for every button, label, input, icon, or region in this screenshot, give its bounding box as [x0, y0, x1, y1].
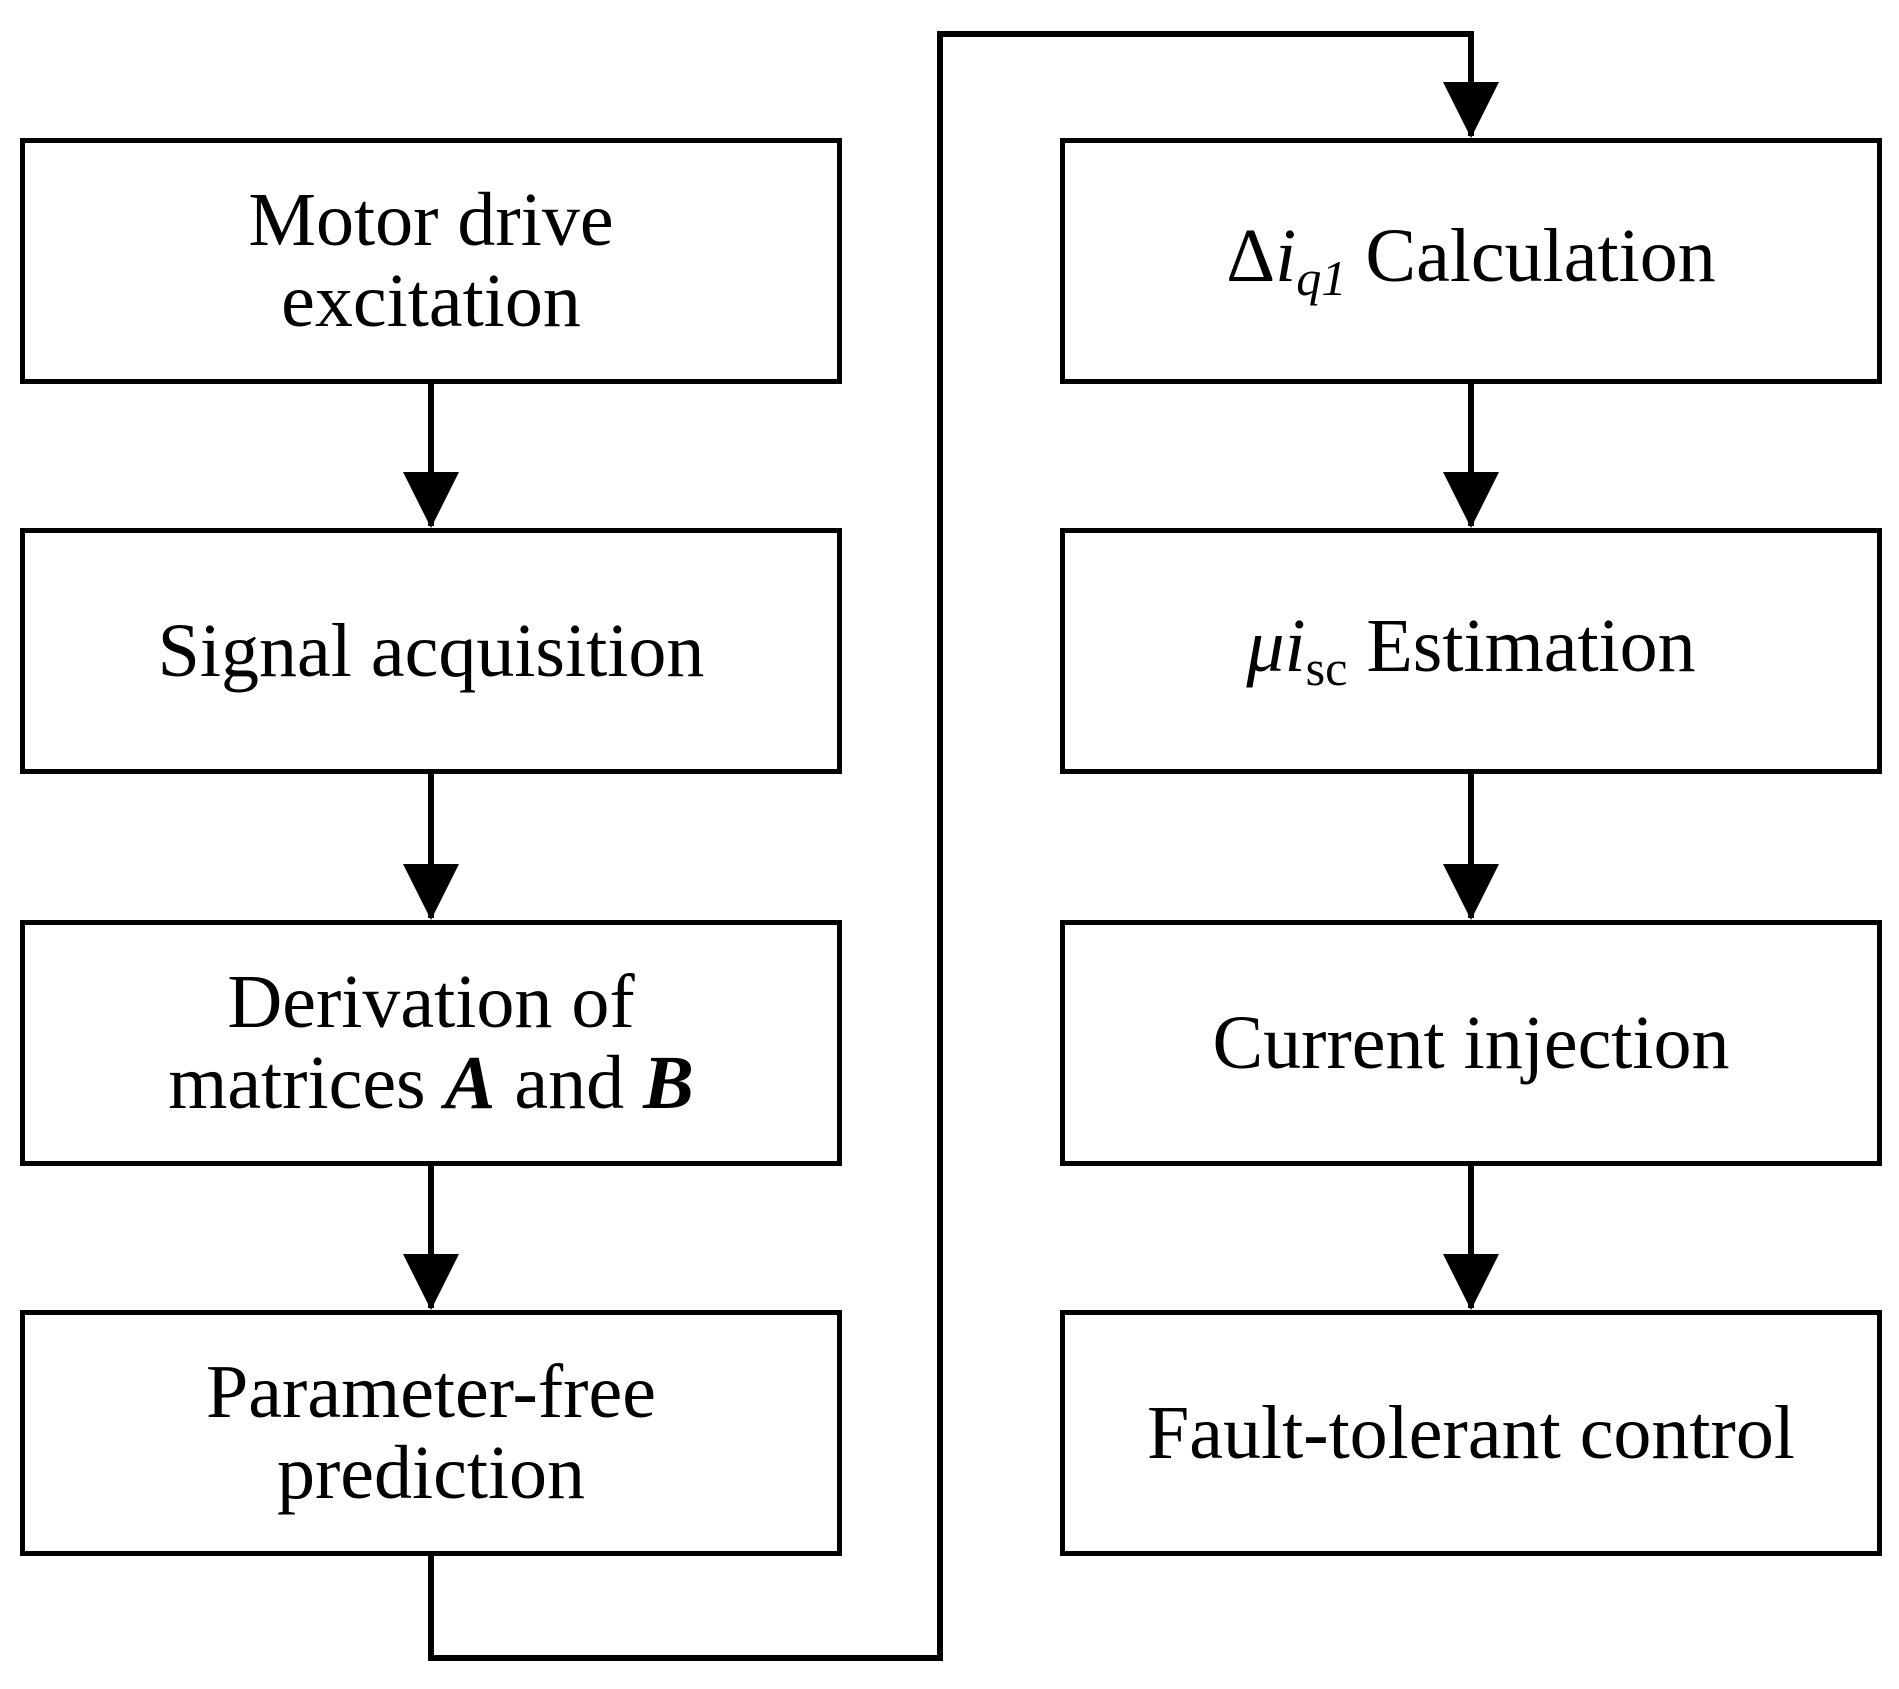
derivation-mid-text: and [495, 1041, 644, 1125]
fault-tolerant-control-box: Fault-tolerant control [1060, 1310, 1882, 1556]
current-injection-box: Current injection [1060, 920, 1882, 1166]
delta-iq1-calculation-box: Δiq1 Calculation [1060, 138, 1882, 384]
mu-estimation-text: Estimation [1347, 604, 1696, 689]
delta-variable: i [1275, 214, 1297, 299]
delta-calculation-text: Calculation [1346, 214, 1716, 299]
derivation-matrices-box: Derivation of matrices A and B [20, 920, 842, 1166]
motor-drive-excitation-box: Motor drive excitation [20, 138, 842, 384]
delta-calculation-label: Δiq1 Calculation [1226, 216, 1716, 305]
mu-isc-estimation-box: μisc Estimation [1060, 528, 1882, 774]
matrix-b-symbol: B [643, 1041, 694, 1125]
mu-variable: μi [1246, 604, 1306, 689]
parameter-free-prediction-box: Parameter-free prediction [20, 1310, 842, 1556]
motor-drive-line1: Motor drive [248, 178, 614, 263]
signal-acquisition-box: Signal acquisition [20, 528, 842, 774]
mu-estimation-label: μisc Estimation [1246, 606, 1695, 695]
matrix-a-symbol: A [444, 1041, 496, 1125]
derivation-pre-text: matrices [168, 1041, 445, 1125]
prediction-line2: prediction [276, 1431, 586, 1515]
derivation-line2: matrices A and B [168, 1043, 694, 1124]
arrow-prediction-to-delta-calculation [428, 31, 1499, 1661]
motor-drive-line2: excitation [281, 259, 581, 343]
derivation-line1: Derivation of [227, 960, 635, 1045]
fault-tolerant-label: Fault-tolerant control [1147, 1390, 1795, 1475]
mu-subscript: sc [1305, 640, 1348, 697]
current-injection-label: Current injection [1212, 1000, 1730, 1085]
delta-symbol: Δ [1226, 214, 1276, 299]
prediction-line1: Parameter-free [206, 1350, 656, 1435]
signal-acquisition-label: Signal acquisition [157, 608, 705, 693]
delta-subscript: q1 [1296, 250, 1347, 307]
